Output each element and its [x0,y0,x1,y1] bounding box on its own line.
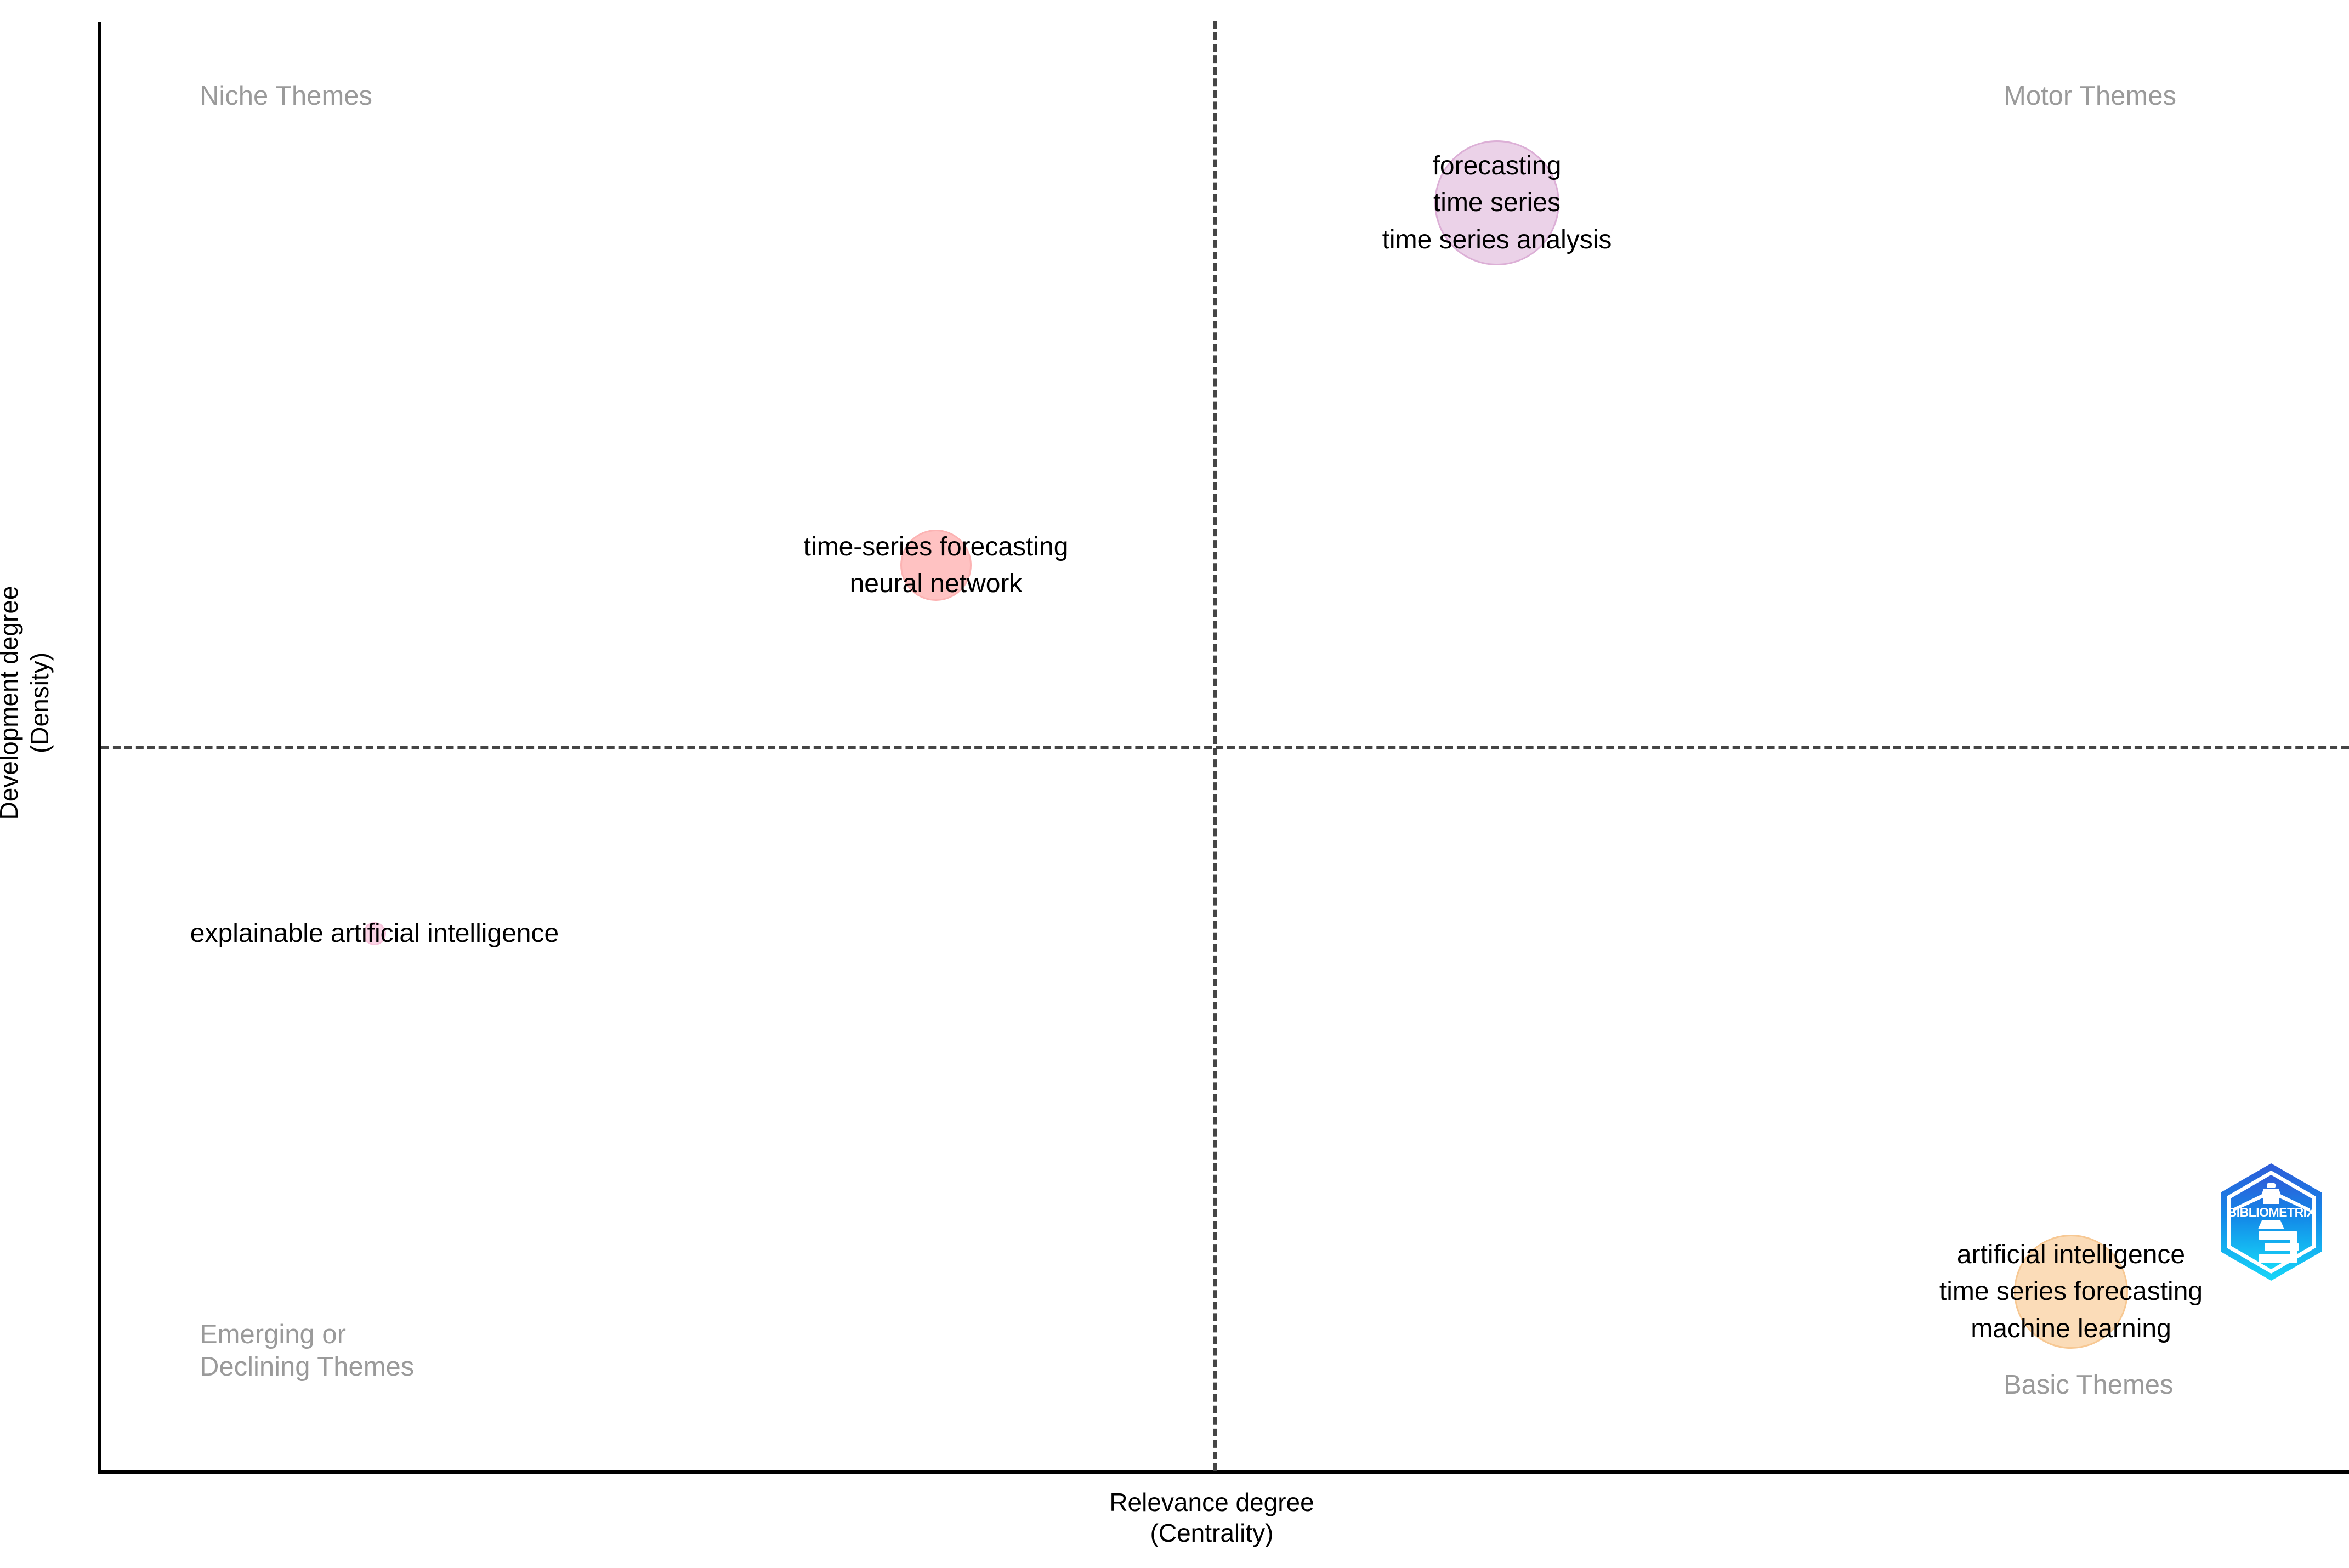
horizontal-median-dashed-line [101,746,2349,749]
quadrant-label-basic-themes: Basic Themes [2004,1370,2174,1400]
cluster-bubble-niche[interactable] [900,530,972,601]
y-axis-title: Development degree (Density) [0,586,54,820]
quadrant-label-niche-themes: Niche Themes [200,81,373,111]
stacked-books-icon [2259,1231,2299,1263]
y-axis-line [98,22,101,1474]
x-axis-title: Relevance degree (Centrality) [1109,1488,1314,1548]
cluster-bubble-basic[interactable] [2014,1235,2128,1349]
cluster-bubble-emerging[interactable] [363,922,386,945]
lighthouse-icon [2233,1183,2310,1229]
y-axis-title-wrapper: Development degree (Density) [0,522,59,884]
x-axis-line [98,1470,2349,1474]
quadrant-label-emerging-declining-themes: Emerging or Declining Themes [200,1320,415,1382]
cluster-bubble-motor[interactable] [1434,140,1559,265]
quadrant-label-motor-themes: Motor Themes [2004,81,2176,111]
bibliometrix-wordmark: BIBLIOMETRIX [2228,1205,2316,1219]
bibliometrix-logo: BIBLIOMETRIX [2216,1161,2326,1283]
